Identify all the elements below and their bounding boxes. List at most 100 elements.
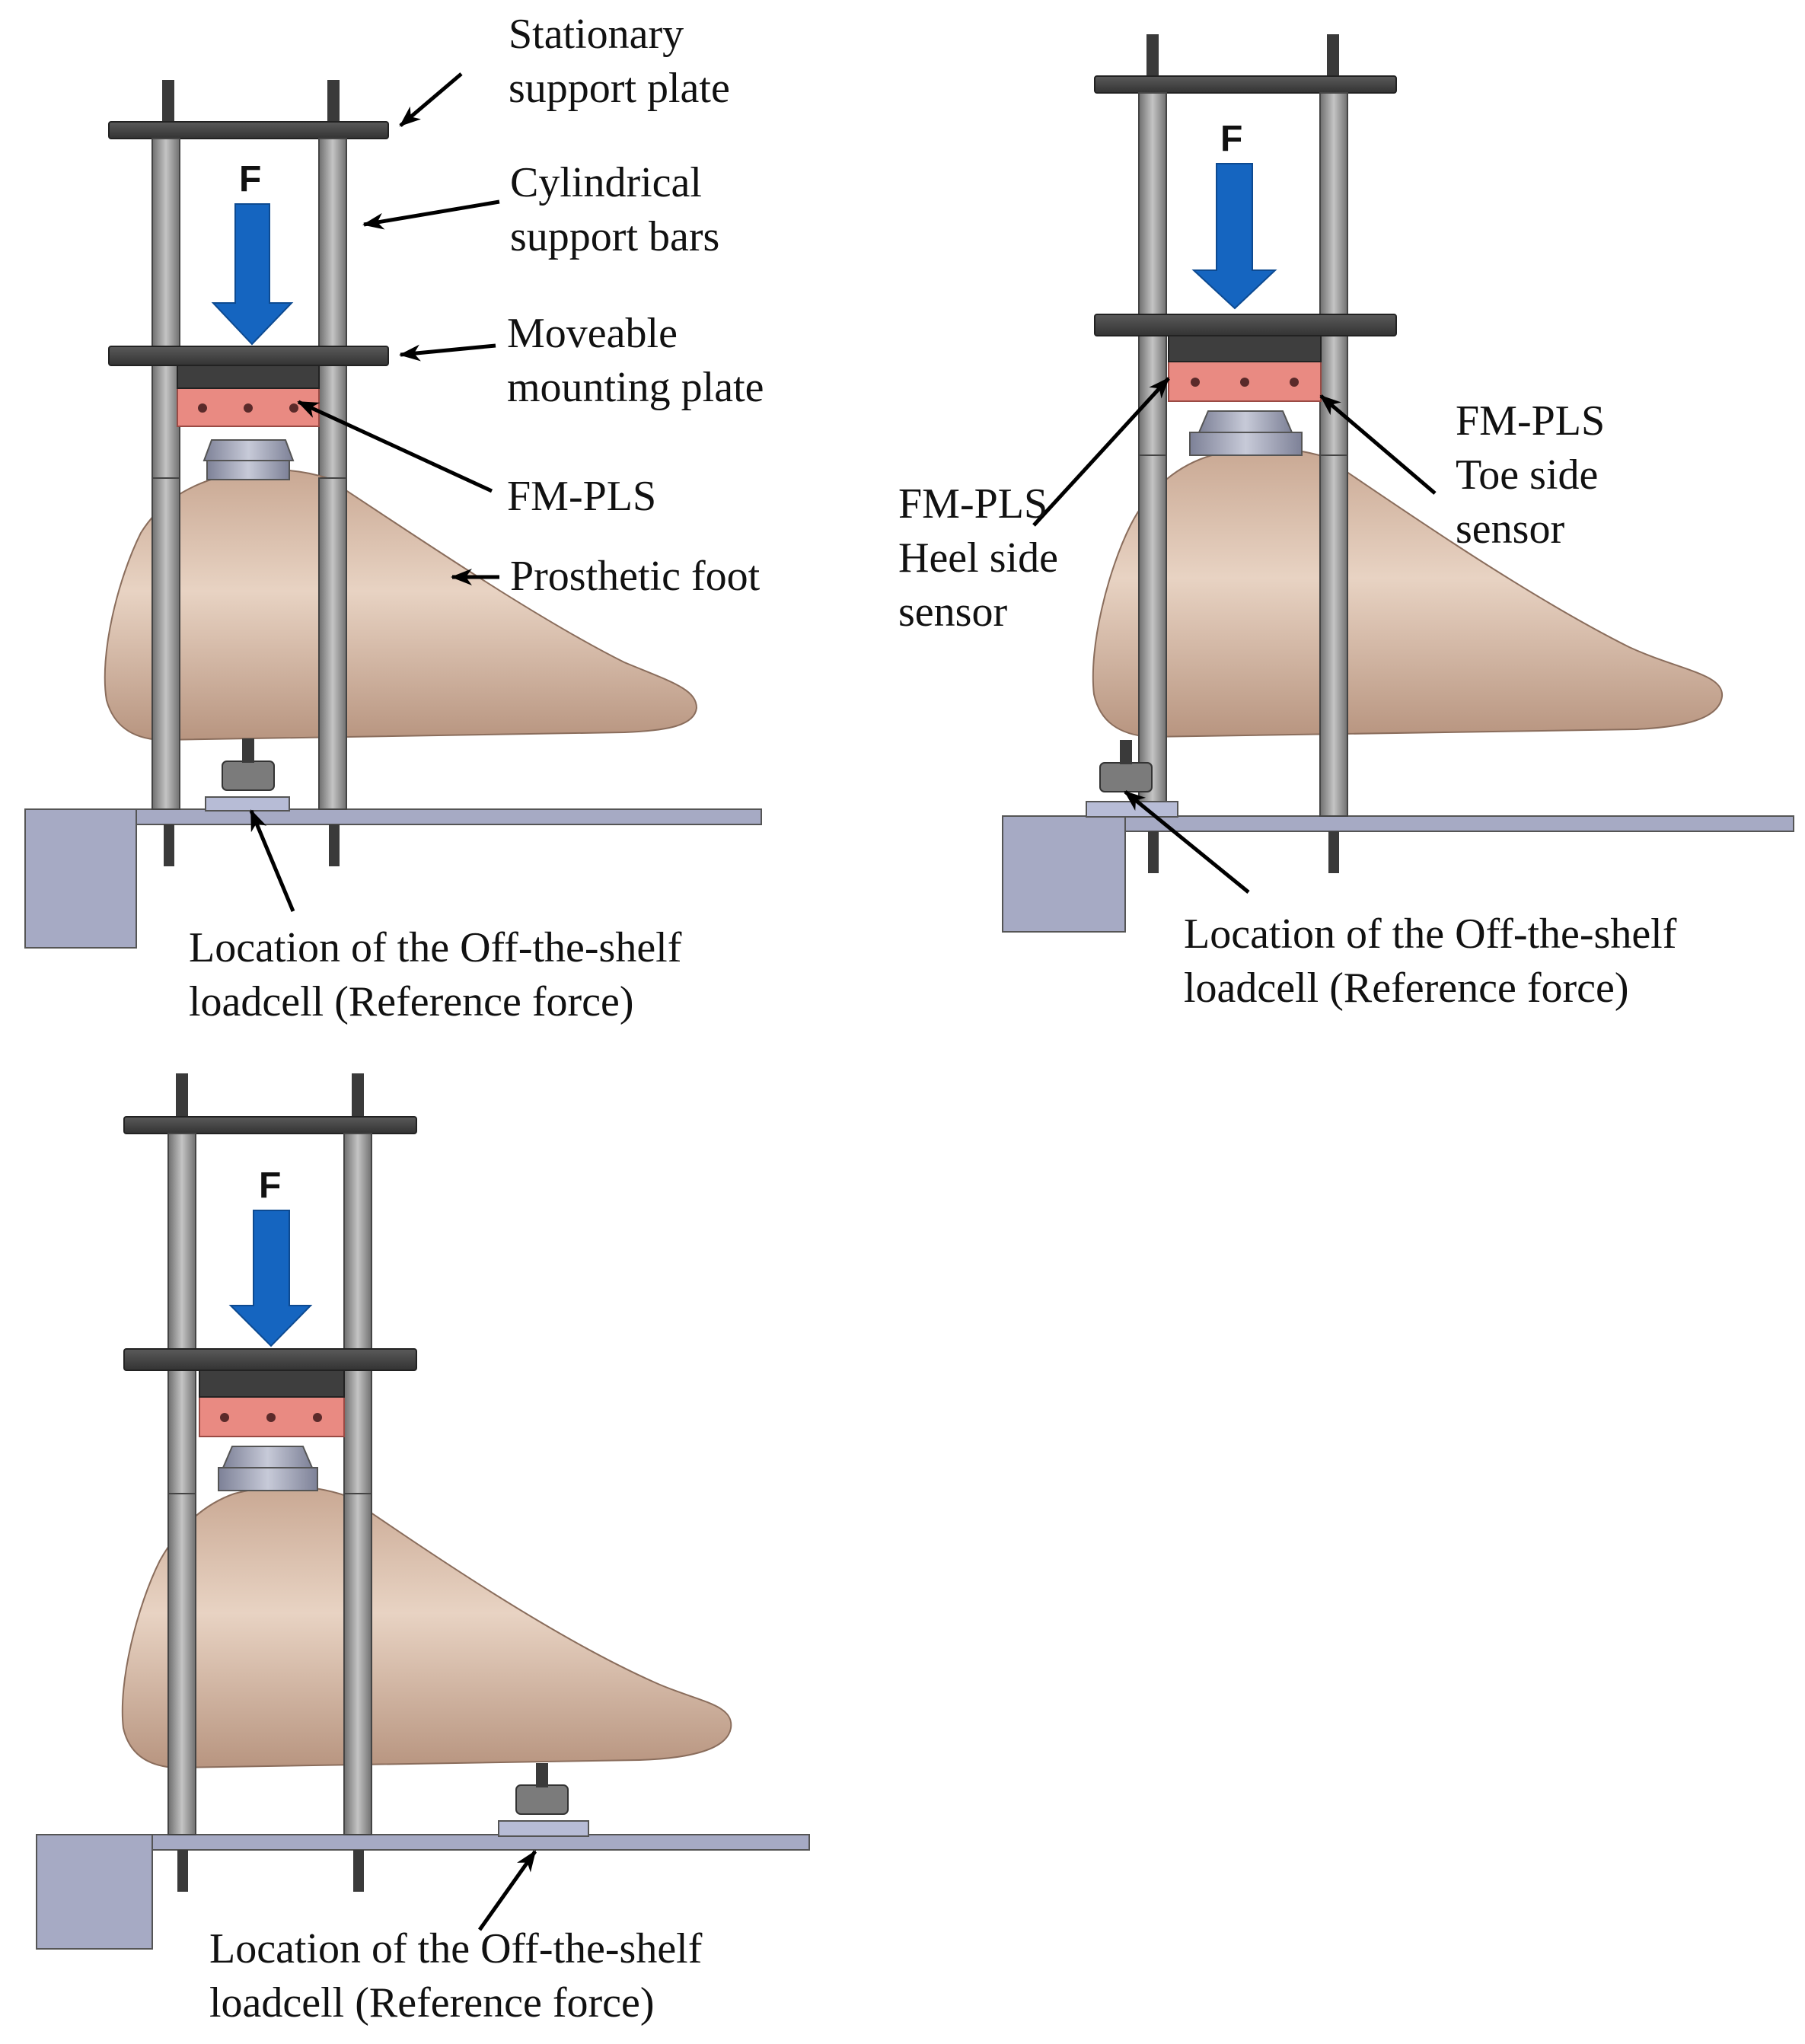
- bolt-top: [176, 1073, 188, 1119]
- sensor-mount: [177, 362, 320, 389]
- bolt-top: [162, 80, 174, 126]
- force-arrow: [1191, 163, 1277, 310]
- stationary-support-plate: [108, 121, 389, 139]
- pyramid-adapter: [1197, 410, 1293, 433]
- support-bar-left-front: [167, 1493, 196, 1835]
- screw: [198, 403, 207, 413]
- label-line: Stationary: [509, 11, 684, 58]
- loadcell-bolt: [536, 1763, 548, 1787]
- adapter-base: [206, 460, 290, 480]
- label-loadcell: Location of the Off-the-shelf loadcell (…: [189, 921, 681, 1029]
- label-line: Cylindrical: [510, 159, 702, 206]
- label-line: loadcell (Reference force): [1184, 965, 1629, 1012]
- adapter-base: [218, 1467, 318, 1491]
- force-label: F: [1220, 119, 1243, 159]
- leader-line: [399, 72, 463, 127]
- leader-line: [399, 343, 496, 362]
- screw: [244, 403, 253, 413]
- screw: [1240, 378, 1249, 387]
- pyramid-adapter: [203, 439, 295, 461]
- support-bar-right-front: [1319, 454, 1348, 817]
- label-line: FM-PLS: [1456, 397, 1606, 445]
- base-leg: [36, 1834, 153, 1950]
- label-line: loadcell (Reference force): [209, 1979, 655, 2026]
- loadcell: [515, 1784, 569, 1815]
- screw: [1191, 378, 1200, 387]
- prosthetic-foot: [1092, 447, 1724, 738]
- leader-line: [297, 400, 493, 493]
- force-label: F: [259, 1165, 282, 1206]
- screw: [220, 1413, 229, 1422]
- label-line: support bars: [510, 213, 720, 260]
- label-support-bars: Cylindrical support bars: [510, 156, 719, 264]
- prosthetic-foot: [104, 469, 698, 741]
- panel-2: [1002, 34, 1794, 933]
- label-fm-pls: FM-PLS: [507, 473, 657, 520]
- label-line: Heel side: [898, 534, 1058, 582]
- label-line: loadcell (Reference force): [189, 978, 634, 1025]
- label-stationary-plate: Stationary support plate: [509, 8, 730, 116]
- force-label: F: [239, 159, 262, 199]
- leader-line: [362, 199, 500, 230]
- bolt-bottom: [177, 1850, 188, 1892]
- label-line: mounting plate: [507, 364, 764, 411]
- loadcell-base: [498, 1820, 589, 1837]
- screw: [1290, 378, 1299, 387]
- label-line: sensor: [1456, 505, 1565, 553]
- panel-1: [24, 72, 762, 949]
- screw: [266, 1413, 276, 1422]
- label-loadcell: Location of the Off-the-shelf loadcell (…: [1184, 907, 1676, 1016]
- loadcell-base: [205, 796, 290, 812]
- label-prosthetic-foot: Prosthetic foot: [510, 553, 761, 600]
- bolt-top: [352, 1073, 364, 1119]
- label-line: Location of the Off-the-shelf: [189, 924, 682, 971]
- leader-line: [1032, 377, 1170, 527]
- force-arrow: [228, 1210, 313, 1347]
- loadcell: [222, 761, 275, 791]
- stationary-support-plate: [1094, 75, 1397, 94]
- adapter-base: [1189, 432, 1303, 456]
- screw: [289, 403, 298, 413]
- leader-line: [249, 809, 295, 912]
- screw: [313, 1413, 322, 1422]
- label-line: Location of the Off-the-shelf: [1184, 910, 1677, 958]
- loadcell: [1099, 762, 1153, 792]
- leader-line: [477, 1850, 537, 1931]
- support-bar-left-front: [1138, 454, 1167, 817]
- panel-3: [36, 1073, 810, 1950]
- label-line: Moveable: [507, 310, 678, 357]
- sensor-mount: [1168, 333, 1322, 362]
- label-line: sensor: [898, 588, 1008, 636]
- label-line: FM-PLS: [898, 480, 1048, 528]
- moveable-mounting-plate: [123, 1348, 417, 1371]
- support-bar-right-front: [318, 477, 347, 810]
- bolt-bottom: [329, 824, 340, 866]
- base-table: [24, 808, 762, 949]
- bolt-top: [1146, 34, 1159, 80]
- label-toe-sensor: FM-PLS Toe side sensor: [1456, 394, 1605, 556]
- leader-line: [1319, 394, 1437, 495]
- bolt-top: [1327, 34, 1339, 80]
- force-arrow: [211, 203, 294, 346]
- stationary-support-plate: [123, 1116, 417, 1134]
- bolt-bottom: [1328, 831, 1339, 873]
- moveable-mounting-plate: [108, 346, 389, 366]
- pyramid-adapter: [222, 1446, 314, 1468]
- prosthetic-foot: [121, 1485, 732, 1769]
- sensor-mount: [199, 1368, 345, 1398]
- support-bar-left-front: [151, 477, 180, 810]
- label-moveable-plate: Moveable mounting plate: [507, 307, 764, 415]
- label-heel-sensor: FM-PLS Heel side sensor: [898, 477, 1058, 639]
- loadcell-bolt: [242, 738, 254, 763]
- bolt-bottom: [164, 824, 174, 866]
- bolt-bottom: [1148, 831, 1159, 873]
- label-line: Toe side: [1456, 451, 1599, 499]
- moveable-mounting-plate: [1094, 314, 1397, 336]
- label-loadcell: Location of the Off-the-shelf loadcell (…: [209, 1922, 702, 2030]
- loadcell-base: [1086, 801, 1178, 818]
- loadcell-bolt: [1120, 740, 1132, 764]
- bolt-top: [327, 80, 340, 126]
- label-line: support plate: [509, 65, 730, 112]
